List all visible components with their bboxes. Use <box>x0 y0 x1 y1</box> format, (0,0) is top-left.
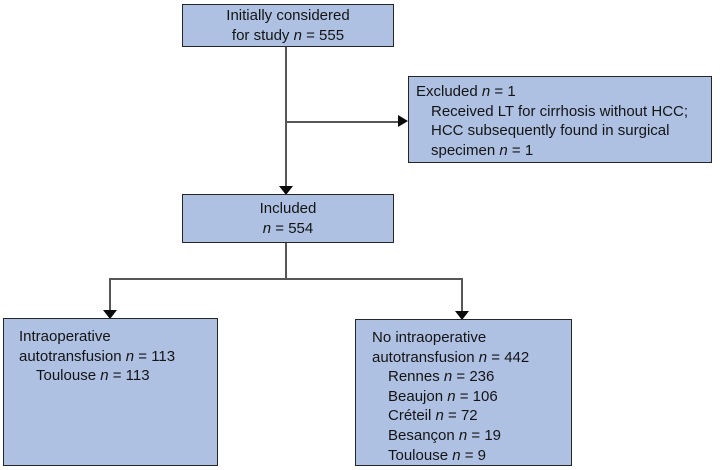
box-line: Intraoperative <box>19 327 215 347</box>
text-segment: autotransfusion <box>372 348 479 366</box>
n-symbol: n <box>452 446 461 464</box>
text-segment: = 106 <box>455 387 498 405</box>
connector-excluded-horizontal <box>285 121 399 123</box>
text-segment: = 554 <box>271 219 314 237</box>
text-segment: for study <box>231 26 294 44</box>
box-line: Créteil n = 72 <box>372 406 569 426</box>
text-segment: = 1 <box>490 83 516 100</box>
text-segment: = 113 <box>134 347 176 365</box>
box-line: Initially considered <box>183 6 393 26</box>
n-symbol: n <box>293 26 302 44</box>
text-segment: = 236 <box>452 368 495 386</box>
text-segment: autotransfusion <box>19 347 126 365</box>
text-segment: HCC subsequently found in surgical <box>431 122 670 140</box>
box-line: No intraoperative <box>372 328 569 348</box>
text-segment: Toulouse <box>36 367 101 385</box>
n-symbol: n <box>481 83 491 100</box>
text-segment: Besançon <box>388 426 459 444</box>
box-line: for study n = 555 <box>183 26 393 46</box>
box-no-intraoperative-autotransfusion: No intraoperative autotransfusion n = 44… <box>355 319 572 466</box>
n-symbol: n <box>458 426 468 444</box>
box-line: Beaujon n = 106 <box>372 387 569 407</box>
n-symbol: n <box>100 367 109 385</box>
n-symbol: n <box>443 368 453 386</box>
n-symbol: n <box>125 347 135 365</box>
text-segment: No intraoperative <box>372 329 487 346</box>
text-segment: Beaujon <box>388 387 448 405</box>
text-segment: = 9 <box>460 446 486 464</box>
box-line: HCC subsequently found in surgical <box>416 121 707 141</box>
box-line: Toulouse n = 113 <box>19 366 215 386</box>
text-segment: Créteil <box>388 407 436 425</box>
box-line: Received LT for cirrhosis without HCC; <box>416 102 707 122</box>
box-intraoperative-autotransfusion: Intraoperative autotransfusion n = 113 T… <box>3 318 218 466</box>
n-symbol: n <box>478 348 488 366</box>
box-excluded: Excluded n = 1 Received LT for cirrhosis… <box>408 76 712 163</box>
text-segment: = 1 <box>507 141 534 159</box>
arrowhead-right <box>398 115 408 127</box>
connector-left-vertical <box>109 278 111 311</box>
text-segment: Rennes <box>388 368 444 386</box>
box-line: autotransfusion n = 442 <box>372 348 569 368</box>
text-segment: Initially considered <box>226 6 350 24</box>
connector-split-horizontal <box>109 278 462 280</box>
box-initially-considered: Initially considered for study n = 555 <box>182 4 394 47</box>
text-segment: = 72 <box>443 407 478 425</box>
box-line: autotransfusion n = 113 <box>19 347 215 367</box>
text-segment: specimen <box>431 141 500 159</box>
text-segment: = 442 <box>487 348 530 366</box>
box-included: Included n = 554 <box>182 194 394 243</box>
text-segment: Toulouse <box>388 446 453 464</box>
arrowhead-down-included <box>279 186 293 195</box>
text-segment: Excluded <box>416 83 482 100</box>
n-symbol: n <box>262 219 272 237</box>
text-segment: = 113 <box>108 367 150 385</box>
connector-top-vertical <box>285 47 287 187</box>
box-line: n = 554 <box>183 219 393 239</box>
box-line: Toulouse n = 9 <box>372 446 569 466</box>
text-segment: Included <box>259 199 317 217</box>
text-segment: = 555 <box>301 26 345 44</box>
arrowhead-down-right <box>455 311 469 320</box>
box-line: specimen n = 1 <box>416 141 707 161</box>
n-symbol: n <box>435 407 444 425</box>
n-symbol: n <box>447 387 456 405</box>
box-line: Excluded n = 1 <box>416 82 707 102</box>
text-segment: Received LT for cirrhosis without HCC; <box>431 102 689 120</box>
text-segment: = 19 <box>467 426 502 444</box>
connector-right-vertical <box>461 278 463 311</box>
box-line: Rennes n = 236 <box>372 367 569 387</box>
text-segment: Intraoperative <box>19 328 111 345</box>
connector-mid-vertical <box>285 243 287 279</box>
n-symbol: n <box>499 141 508 159</box>
box-line: Besançon n = 19 <box>372 426 569 446</box>
arrowhead-down-left <box>103 310 117 319</box>
box-line: Included <box>183 199 393 219</box>
